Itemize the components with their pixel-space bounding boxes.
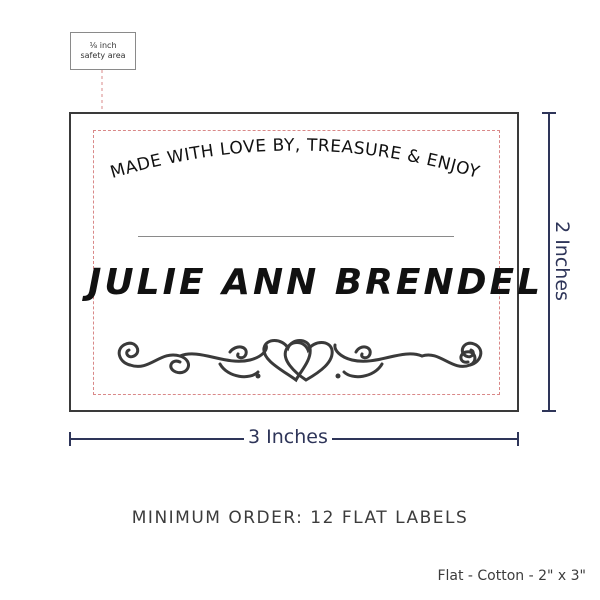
label-name: JULIE ANN BRENDEL: [88, 262, 544, 303]
width-dimension-label: 3 Inches: [244, 426, 332, 448]
safety-callout-text: safety area: [80, 51, 126, 60]
safety-area-outline: [93, 130, 500, 395]
label-preview: [69, 112, 519, 412]
height-dimension-label: 2 Inches: [551, 219, 573, 303]
blank-write-line: [138, 236, 454, 237]
height-dimension-line: [548, 113, 550, 411]
safety-callout-size: ⅛ inch: [89, 41, 117, 50]
width-dimension-tick-right: [517, 432, 519, 446]
height-dimension-tick-top: [542, 112, 556, 114]
height-dimension-tick-bottom: [542, 410, 556, 412]
minimum-order-text: MINIMUM ORDER: 12 FLAT LABELS: [131, 508, 469, 528]
safety-area-callout: ⅛ inch safety area: [70, 32, 136, 70]
width-dimension-tick-left: [69, 432, 71, 446]
product-spec-text: Flat - Cotton - 2" x 3": [437, 568, 586, 584]
